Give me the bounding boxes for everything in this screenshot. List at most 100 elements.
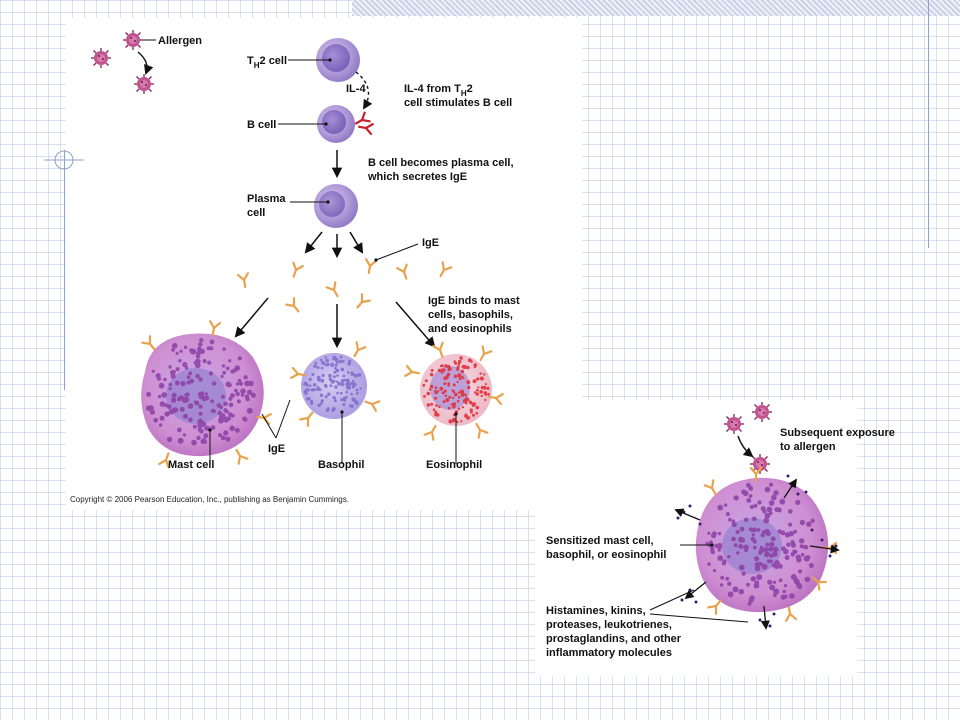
granule-dot-icon <box>788 531 794 537</box>
granule-dot-icon <box>774 507 780 512</box>
granule-dot-icon <box>350 372 355 376</box>
granule-dot-icon <box>178 359 182 363</box>
granule-dot-icon <box>758 561 763 567</box>
granule-dot-icon <box>335 380 339 383</box>
granule-dot-icon <box>171 343 178 349</box>
ige-lower-label: IgE <box>268 443 285 455</box>
granule-dot-icon <box>798 569 803 574</box>
granule-dot-icon <box>475 405 480 410</box>
granule-dot-icon <box>457 373 462 378</box>
subsequent-line2: to allergen <box>780 441 836 453</box>
granule-dot-icon <box>319 402 323 405</box>
granule-dot-icon <box>434 396 437 400</box>
granule-dot-icon <box>461 364 466 369</box>
granule-dot-icon <box>183 345 188 349</box>
granule-dot-icon <box>230 393 235 398</box>
granule-dot-icon <box>457 396 461 399</box>
granule-dot-icon <box>193 361 197 365</box>
granule-dot-icon <box>314 361 318 365</box>
granule-dot-icon <box>428 388 432 391</box>
granule-dot-icon <box>230 414 234 418</box>
granule-dot-icon <box>810 518 815 523</box>
mediators-line3: prostaglandins, and other <box>546 633 682 645</box>
granule-dot-icon <box>240 393 245 397</box>
granule-dot-icon <box>183 396 190 403</box>
granule-dot-icon <box>754 556 760 562</box>
granule-dot-icon <box>717 542 722 548</box>
granule-dot-icon <box>746 582 750 587</box>
granule-dot-icon <box>304 391 308 395</box>
ige-lower-leader <box>275 399 291 439</box>
granule-dot-icon <box>347 385 352 390</box>
granule-dot-icon <box>773 593 777 598</box>
granule-dot-icon <box>222 347 226 351</box>
granule-dot-icon <box>197 342 203 347</box>
granule-dot-icon <box>443 382 447 386</box>
granule-dot-icon <box>238 381 243 386</box>
granule-dot-icon <box>158 382 165 389</box>
becomes-plasma-line1: B cell becomes plasma cell, <box>368 157 514 169</box>
granule-dot-icon <box>194 400 198 404</box>
granule-dot-icon <box>246 407 253 414</box>
granule-dot-icon <box>806 521 812 527</box>
granule-dot-icon <box>452 390 456 394</box>
granule-dot-icon <box>159 401 166 407</box>
granule-dot-icon <box>336 391 339 395</box>
granule-dot-icon <box>209 339 215 345</box>
granule-dot-icon <box>470 410 473 414</box>
granule-dot-icon <box>790 540 795 545</box>
granule-dot-icon <box>765 530 771 537</box>
granule-dot-icon <box>776 563 782 568</box>
granule-dot-icon <box>330 363 335 367</box>
mediators-line2: proteases, leukotrienes, <box>546 619 672 631</box>
granule-dot-icon <box>445 398 450 402</box>
granule-dot-icon <box>333 370 337 374</box>
granule-dot-icon <box>353 373 358 378</box>
granule-dot-icon <box>426 391 431 396</box>
granule-dot-icon <box>202 359 207 364</box>
granule-dot-icon <box>769 541 775 548</box>
granule-dot-icon <box>436 413 440 417</box>
granule-dot-icon <box>733 495 739 501</box>
granule-dot-icon <box>228 402 234 408</box>
granule-dot-icon <box>762 509 767 514</box>
granule-dot-icon <box>748 597 754 603</box>
granule-dot-icon <box>313 364 317 368</box>
granule-dot-icon <box>725 511 731 517</box>
granule-dot-icon <box>166 436 173 443</box>
granule-dot-icon <box>444 375 449 380</box>
granule-dot-icon <box>736 551 740 555</box>
granule-dot-icon <box>345 378 350 383</box>
mast-cell <box>141 320 272 469</box>
granule-dot-icon <box>237 378 242 383</box>
il4-from-line2: cell stimulates B cell <box>404 97 512 109</box>
granule-dot-icon <box>676 516 680 520</box>
granule-dot-icon <box>482 385 487 390</box>
granule-dot-icon <box>329 384 333 388</box>
granule-dot-icon <box>735 530 740 534</box>
granule-dot-icon <box>199 348 205 354</box>
granule-dot-icon <box>442 400 446 404</box>
granule-dot-icon <box>247 389 253 395</box>
granule-dot-icon <box>750 576 756 582</box>
granule-dot-icon <box>473 391 477 394</box>
granule-dot-icon <box>175 351 179 355</box>
granule-dot-icon <box>153 417 159 423</box>
granule-dot-icon <box>747 601 752 606</box>
granule-dot-icon <box>786 542 791 547</box>
granule-dot-icon <box>328 373 332 378</box>
granule-dot-icon <box>177 427 182 433</box>
granule-dot-icon <box>426 403 431 407</box>
mast-cell-label: Mast cell <box>168 459 214 471</box>
granule-dot-icon <box>356 391 359 395</box>
granule-dot-icon <box>453 374 458 378</box>
granule-dot-icon <box>187 403 194 409</box>
granule-dot-icon <box>472 413 475 417</box>
granule-dot-icon <box>483 373 486 376</box>
granule-dot-icon <box>786 474 790 478</box>
granule-dot-icon <box>203 433 209 439</box>
granule-dot-icon <box>359 387 362 390</box>
granule-dot-icon <box>245 397 250 402</box>
granule-dot-icon <box>325 385 328 389</box>
granule-dot-icon <box>800 552 805 557</box>
